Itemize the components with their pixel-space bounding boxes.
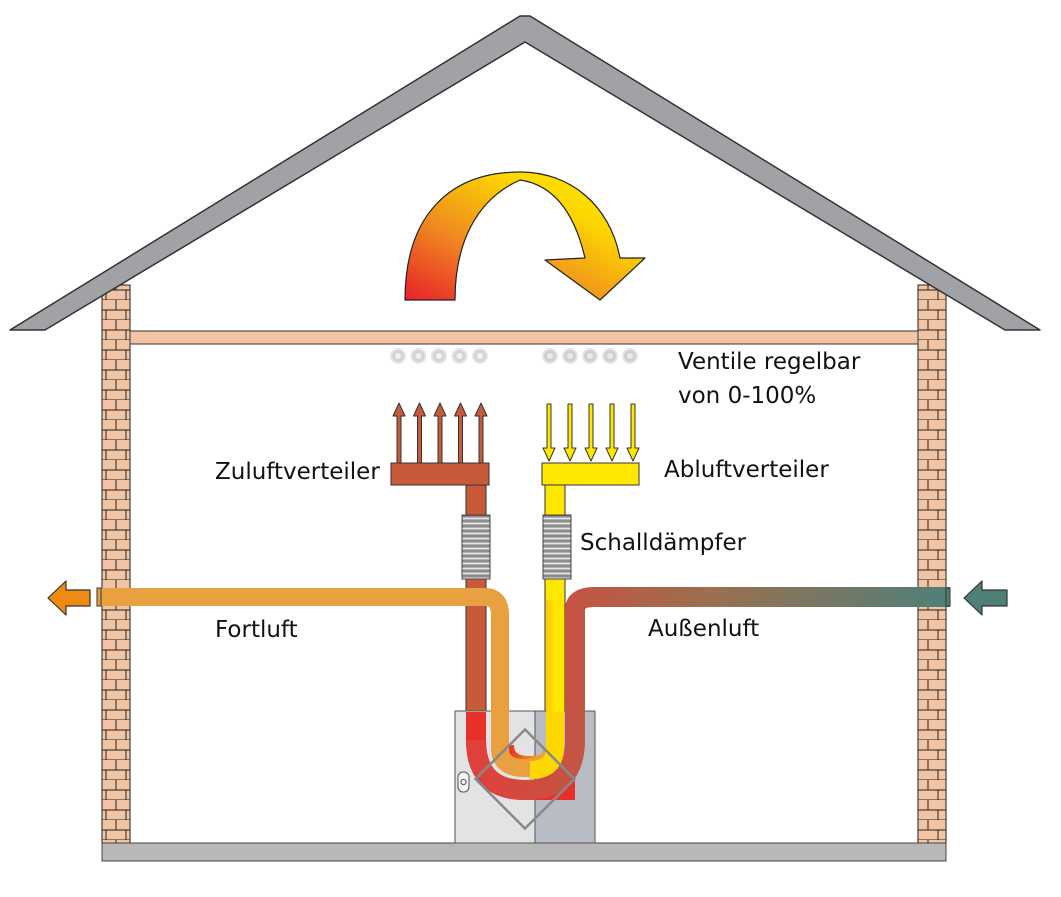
extract-distributor-label: Abluftverteiler (664, 457, 829, 483)
supply-outlet-arrow-icon (392, 402, 406, 464)
valve-icon (410, 348, 427, 364)
valve-icon (431, 348, 447, 364)
extract-distributor (541, 403, 640, 486)
supply-silencer (461, 514, 491, 580)
supply-distributor-label: Zuluftverteiler (215, 459, 380, 485)
exhaust-arrow-icon (47, 580, 91, 616)
outdoor-air-label: Außenluft (648, 616, 759, 642)
outdoor-arrow-icon (963, 580, 1008, 616)
extract-inlet-arrow-icon (626, 403, 640, 462)
outdoor-bend (466, 587, 950, 800)
heat-recovery-arrow (404, 171, 646, 301)
roof (9, 15, 1041, 331)
extract-inlet-arrow-icon (605, 403, 619, 462)
valve-icon (582, 348, 598, 364)
exhaust-air-label: Fortluft (215, 617, 298, 643)
supply-outlet-arrow-icon (474, 402, 488, 464)
valve-icon (472, 348, 488, 364)
extract-inlet-arrow-icon (542, 403, 556, 462)
extract-inlet-arrow-icon (584, 403, 598, 462)
valve-icon (622, 348, 638, 364)
house-walls (101, 284, 947, 862)
supply-outlet-arrow-icon (433, 402, 447, 464)
unit-door-handle (457, 771, 470, 793)
valves-row-left (390, 348, 488, 364)
silencer-label: Schalldämpfer (580, 530, 747, 556)
valve-icon (451, 348, 468, 364)
valves-row-right (542, 348, 638, 364)
valve-icon (390, 348, 406, 364)
extract-manifold (541, 462, 640, 486)
valves-label-line2: von 0-100% (678, 383, 816, 409)
ceiling-beam (129, 330, 919, 345)
extract-inlet-arrow-icon (563, 403, 577, 462)
left-brick-wall (101, 284, 131, 844)
valve-icon (562, 348, 578, 364)
floor-slab (101, 842, 947, 862)
extract-silencer (542, 514, 572, 580)
right-brick-wall (917, 284, 947, 844)
valves-label-line1: Ventile regelbar (678, 349, 861, 375)
heat-exchanger-core (473, 727, 577, 831)
supply-distributor (390, 402, 490, 486)
supply-outlet-arrow-icon (454, 402, 467, 464)
extract-lower (529, 712, 564, 779)
supply-outlet-arrow-icon (413, 402, 426, 464)
valve-icon (602, 348, 618, 364)
supply-manifold (390, 462, 490, 486)
valve-icon (542, 348, 558, 364)
